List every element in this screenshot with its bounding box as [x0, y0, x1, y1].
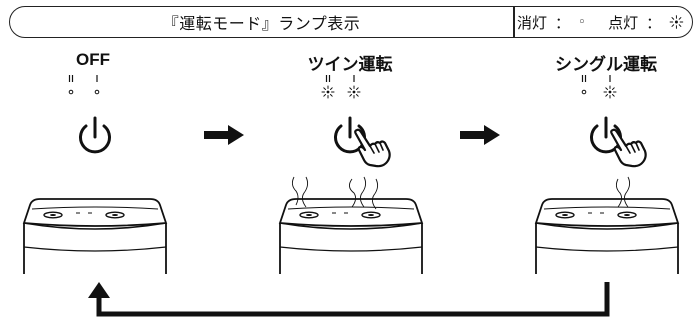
header-divider — [513, 7, 515, 37]
lamp-on-icon — [321, 75, 335, 99]
pointing-hand-icon — [610, 128, 647, 168]
lamp-1 — [319, 74, 337, 100]
lamp-1 — [575, 74, 593, 100]
lamp-1 — [62, 74, 80, 100]
power-icon — [79, 116, 111, 154]
legend-off-sep: ： — [555, 13, 571, 32]
lamp-2 — [345, 74, 363, 100]
mode-title-single: シングル運転 — [555, 55, 657, 74]
lamp-indicators-twin — [319, 74, 379, 100]
lamp-2 — [88, 74, 106, 100]
legend-off-symbol: ◦ — [578, 14, 586, 30]
humidifier-device-twin — [278, 176, 424, 274]
lamp-off-icon — [581, 75, 587, 95]
humidifier-device-single — [534, 176, 680, 274]
lamp-on-icon — [347, 75, 361, 99]
header-title: 『運転モード』ランプ表示 — [162, 14, 361, 33]
mode-title-off: OFF — [76, 50, 110, 69]
pointing-hand-icon — [354, 128, 391, 168]
mode-title-twin: ツイン運転 — [307, 55, 393, 74]
lamp-2 — [601, 74, 619, 100]
lamp-on-legend-icon — [669, 15, 684, 29]
legend-on-label: 点灯 — [608, 13, 639, 32]
power-icon — [590, 116, 622, 154]
power-icon — [334, 116, 366, 154]
lamp-on-icon — [603, 75, 617, 99]
lamp-indicators-off — [62, 74, 122, 100]
lamp-off-icon — [94, 75, 100, 95]
right-arrow-icon — [204, 125, 244, 145]
lamp-off-icon — [68, 75, 74, 95]
humidifier-device-off — [22, 198, 168, 274]
lamp-display-header: 『運転モード』ランプ表示 消灯 ： ◦ 点灯 ： — [9, 6, 693, 38]
legend-on-sep: ： — [646, 13, 662, 32]
right-arrow-icon — [460, 125, 500, 145]
legend-off-label: 消灯 — [517, 13, 548, 32]
lamp-indicators-single — [575, 74, 635, 100]
legend: 消灯 ： ◦ 点灯 ： — [517, 7, 684, 37]
